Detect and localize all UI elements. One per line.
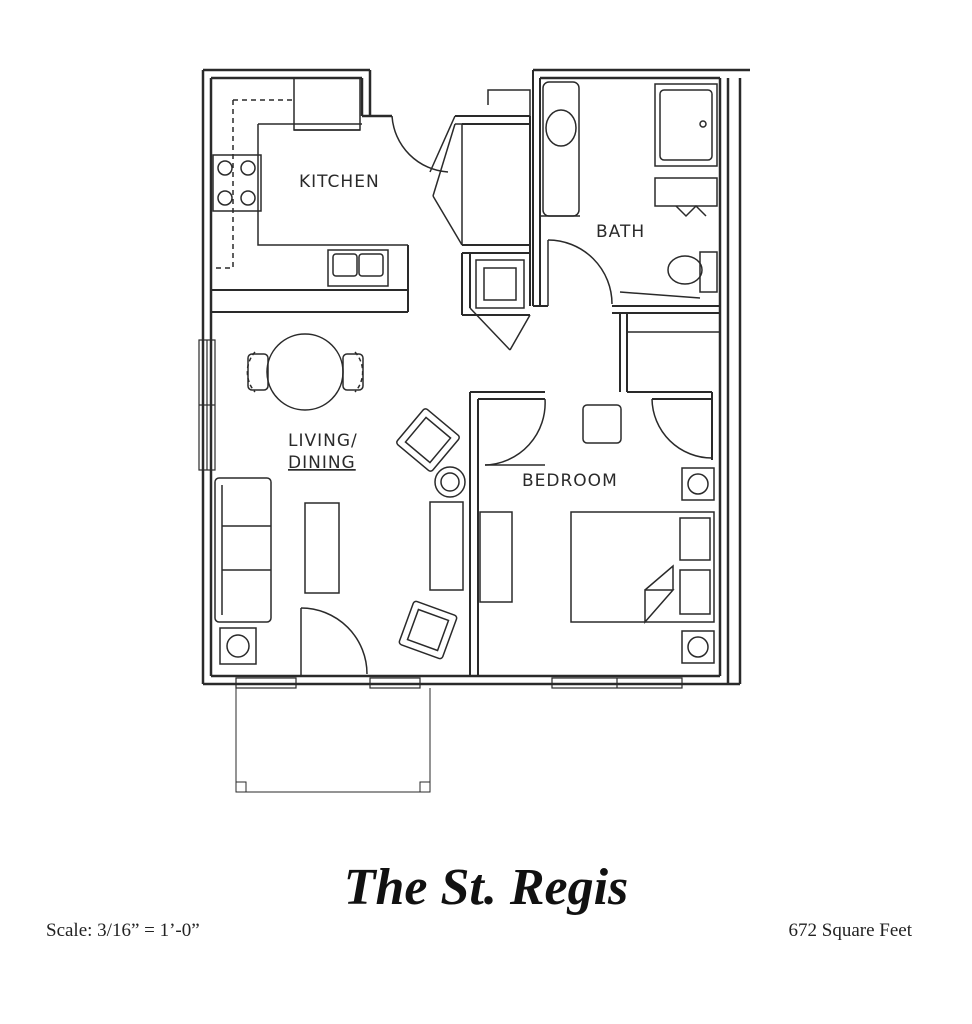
exterior-walls bbox=[201, 68, 750, 686]
interior-walls bbox=[211, 70, 721, 676]
shower bbox=[654, 83, 718, 167]
refrigerator bbox=[293, 77, 361, 131]
room-label-kitchen: KITCHEN bbox=[299, 172, 380, 192]
range bbox=[212, 154, 262, 212]
kitchen-sink bbox=[327, 249, 389, 287]
kitchen-fixtures bbox=[211, 77, 408, 287]
kitchen-door bbox=[391, 115, 463, 246]
sofa bbox=[214, 477, 272, 623]
room-label-bedroom: BEDROOM bbox=[522, 471, 618, 491]
armchair bbox=[396, 408, 460, 472]
coffee-table bbox=[304, 502, 340, 594]
dresser bbox=[479, 511, 513, 603]
armchair bbox=[398, 600, 458, 660]
bed bbox=[570, 511, 715, 623]
dining-table bbox=[266, 333, 344, 411]
bathtub bbox=[542, 81, 580, 217]
plan-title: The St. Regis bbox=[343, 859, 629, 916]
room-label-living: LIVING/ bbox=[288, 431, 358, 451]
room-label-bath: BATH bbox=[596, 222, 645, 242]
living-furniture bbox=[214, 333, 466, 676]
room-label-dining: DINING bbox=[288, 453, 356, 473]
square-footage: 672 Square Feet bbox=[788, 920, 912, 941]
closet-fixtures bbox=[469, 89, 531, 351]
windows bbox=[198, 339, 683, 689]
patio bbox=[235, 688, 431, 793]
bath-fixtures bbox=[540, 81, 718, 306]
scale-note: Scale: 3/16” = 1’-0” bbox=[46, 920, 200, 941]
bedroom-furniture bbox=[479, 331, 720, 664]
toilet bbox=[667, 255, 703, 285]
